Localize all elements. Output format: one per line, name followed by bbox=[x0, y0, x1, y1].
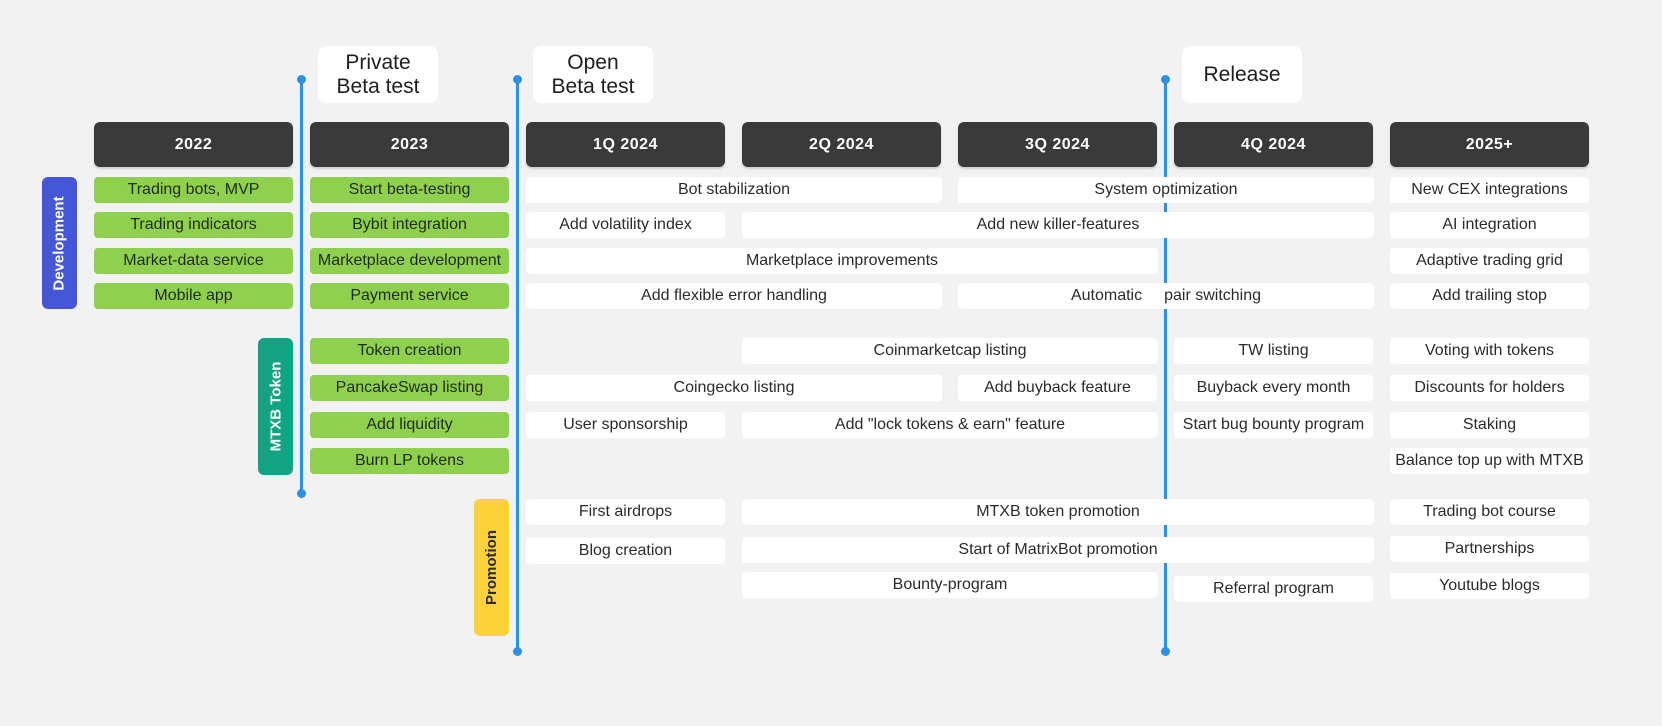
promo-task: Referral program bbox=[1174, 576, 1373, 602]
dev-task: New CEX integrations bbox=[1390, 177, 1589, 203]
dev-task: Trading bots, MVP bbox=[94, 177, 293, 203]
release-timeline bbox=[1164, 79, 1167, 651]
dev-task: Add flexible error handling bbox=[526, 283, 942, 309]
token-task: Coingecko listing bbox=[526, 375, 942, 401]
promo-task: Youtube blogs bbox=[1390, 573, 1589, 599]
dev-task: Market-data service bbox=[94, 248, 293, 274]
promo-task: Blog creation bbox=[526, 538, 725, 564]
open-beta-dot-bottom bbox=[513, 647, 522, 656]
dev-task-part: Automatic bbox=[1070, 287, 1143, 304]
dev-task: Bybit integration bbox=[310, 212, 509, 238]
token-task: TW listing bbox=[1174, 338, 1373, 364]
open-beta-timeline bbox=[516, 79, 519, 651]
dev-task: Marketplace development bbox=[310, 248, 509, 274]
token-task: Burn LP tokens bbox=[310, 448, 509, 474]
private-beta-dot-bottom bbox=[297, 489, 306, 498]
token-task: Discounts for holders bbox=[1390, 375, 1589, 401]
column-header-2q-2024: 2Q 2024 bbox=[742, 122, 941, 167]
token-task: Balance top up with MTXB bbox=[1390, 448, 1589, 474]
dev-task: Bot stabilization bbox=[526, 177, 942, 203]
section-development: Development bbox=[42, 177, 77, 309]
promo-task: Partnerships bbox=[1390, 536, 1589, 562]
promo-task: Trading bot course bbox=[1390, 499, 1589, 525]
column-header-4q-2024: 4Q 2024 bbox=[1174, 122, 1373, 167]
token-task: Token creation bbox=[310, 338, 509, 364]
dev-task: Add volatility index bbox=[526, 212, 725, 238]
column-header-3q-2024: 3Q 2024 bbox=[958, 122, 1157, 167]
token-task: PancakeSwap listing bbox=[310, 375, 509, 401]
promo-task: MTXB token promotion bbox=[742, 499, 1374, 525]
dev-task: Adaptive trading grid bbox=[1390, 248, 1589, 274]
dev-task: AI integration bbox=[1390, 212, 1589, 238]
release-dot-top bbox=[1161, 75, 1170, 84]
milestone-open-beta: Open Beta test bbox=[533, 46, 653, 103]
promo-task: First airdrops bbox=[526, 499, 725, 525]
section-mtxb-token: MTXB Token bbox=[258, 338, 293, 475]
open-beta-dot-top bbox=[513, 75, 522, 84]
token-task: Coinmarketcap listing bbox=[742, 338, 1158, 364]
dev-task: System optimization bbox=[958, 177, 1374, 203]
dev-task: Trading indicators bbox=[94, 212, 293, 238]
token-task: Voting with tokens bbox=[1390, 338, 1589, 364]
milestone-private-beta: Private Beta test bbox=[318, 46, 438, 103]
token-task: Staking bbox=[1390, 412, 1589, 438]
dev-task-part: pair switching bbox=[1164, 287, 1262, 304]
token-task: Add "lock tokens & earn" feature bbox=[742, 412, 1158, 438]
private-beta-dot-top bbox=[297, 75, 306, 84]
dev-task: Payment service bbox=[310, 283, 509, 309]
milestone-release: Release bbox=[1182, 46, 1302, 103]
dev-task: Add trailing stop bbox=[1390, 283, 1589, 309]
dev-task: Start beta-testing bbox=[310, 177, 509, 203]
token-task: User sponsorship bbox=[526, 412, 725, 438]
section-promotion: Promotion bbox=[474, 499, 509, 636]
section-token-label: MTXB Token bbox=[267, 361, 285, 452]
column-header-2022: 2022 bbox=[94, 122, 293, 167]
section-development-label: Development bbox=[51, 195, 69, 291]
dev-task: Add new killer-features bbox=[742, 212, 1374, 238]
release-dot-bottom bbox=[1161, 647, 1170, 656]
promo-task: Start of MatrixBot promotion bbox=[742, 537, 1374, 563]
promo-task: Bounty-program bbox=[742, 572, 1158, 598]
token-task: Start bug bounty program bbox=[1174, 412, 1373, 438]
token-task: Buyback every month bbox=[1174, 375, 1373, 401]
column-header-2023: 2023 bbox=[310, 122, 509, 167]
dev-task: Marketplace improvements bbox=[526, 248, 1158, 274]
section-promotion-label: Promotion bbox=[483, 530, 500, 605]
column-header-1q-2024: 1Q 2024 bbox=[526, 122, 725, 167]
dev-task: Mobile app bbox=[94, 283, 293, 309]
token-task: Add buyback feature bbox=[958, 375, 1157, 401]
dev-task: Automatic pair switching bbox=[958, 283, 1374, 309]
token-task: Add liquidity bbox=[310, 412, 509, 438]
column-header-2025: 2025+ bbox=[1390, 122, 1589, 167]
private-beta-timeline bbox=[300, 79, 303, 493]
